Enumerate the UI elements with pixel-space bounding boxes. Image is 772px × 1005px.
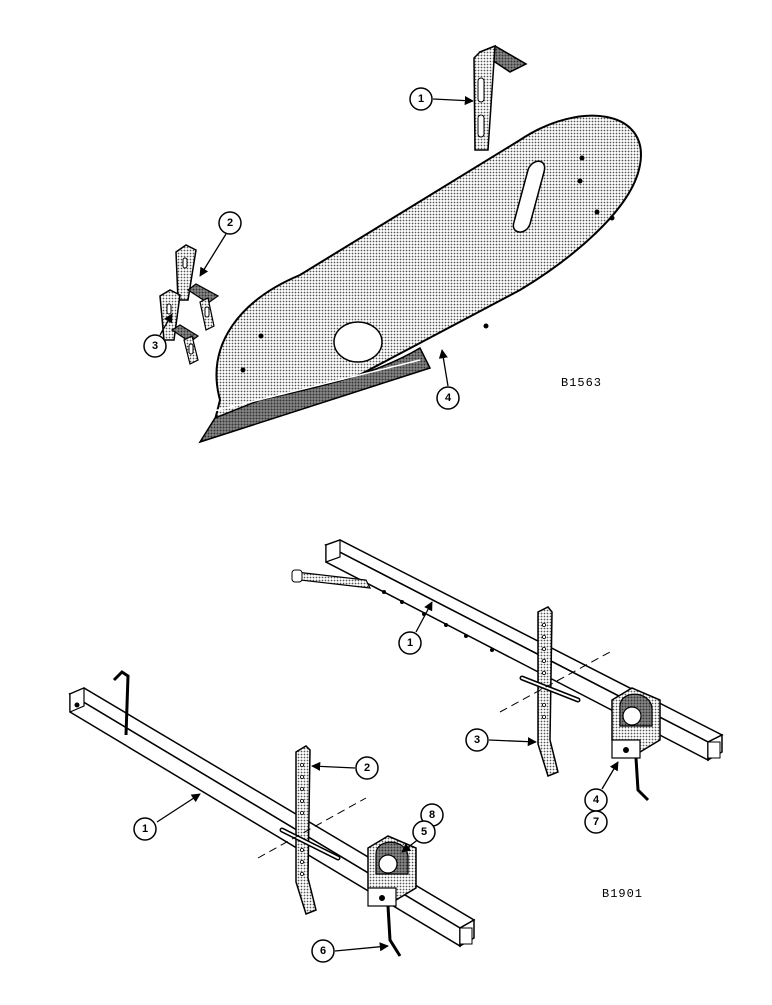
figure-code-2: B1901 bbox=[602, 887, 644, 901]
callout-2-2: 2 bbox=[355, 756, 379, 780]
callout-number: 2 bbox=[227, 217, 233, 229]
callout-2-7: 7 bbox=[584, 810, 608, 834]
callout-number: 6 bbox=[320, 945, 326, 957]
callout-circle bbox=[409, 87, 433, 111]
figure-code-1: B1563 bbox=[561, 376, 603, 390]
callout-2-3: 3 bbox=[465, 728, 489, 752]
callout-2-6: 6 bbox=[311, 939, 335, 963]
callout-number: 4 bbox=[593, 794, 600, 806]
callout-number: 1 bbox=[142, 823, 148, 835]
figure-bar-upper bbox=[291, 539, 724, 802]
callout-circle bbox=[355, 756, 379, 780]
callout-number: 1 bbox=[418, 93, 424, 105]
bracket-2-3-part bbox=[159, 244, 220, 365]
callout-number: 5 bbox=[421, 826, 427, 838]
callout-2-4: 4 bbox=[584, 788, 608, 812]
callout-1-3: 3 bbox=[143, 334, 167, 358]
callout-circle bbox=[311, 939, 335, 963]
figure-shield bbox=[159, 44, 642, 444]
callout-number: 3 bbox=[474, 734, 480, 746]
callout-circle bbox=[133, 817, 157, 841]
callout-2-1: 1 bbox=[133, 817, 157, 841]
callout-number: 8 bbox=[429, 809, 435, 821]
callout-1-2: 2 bbox=[218, 211, 242, 235]
callout-circle bbox=[398, 631, 422, 655]
callout-number: 1 bbox=[407, 637, 413, 649]
callout-circle bbox=[412, 820, 436, 844]
callout-circle bbox=[584, 810, 608, 834]
callout-number: 2 bbox=[364, 762, 370, 774]
callout-layer: 1 2 3 4 1 3 4 7 2 85 1 6 bbox=[133, 87, 608, 963]
callout-2-1: 1 bbox=[398, 631, 422, 655]
callout-number: 4 bbox=[445, 392, 452, 404]
callout-2-5: 5 bbox=[412, 820, 436, 844]
figure-bar-lower bbox=[68, 670, 476, 957]
callout-circle bbox=[465, 728, 489, 752]
clamp-block-upper bbox=[611, 687, 661, 759]
shield-plate-part bbox=[198, 114, 642, 444]
bracket-1-part bbox=[473, 44, 528, 151]
callout-1-4: 4 bbox=[436, 386, 460, 410]
callout-number: 3 bbox=[152, 340, 158, 352]
callout-number: 7 bbox=[593, 816, 599, 828]
callout-circle bbox=[436, 386, 460, 410]
callout-1-1: 1 bbox=[409, 87, 433, 111]
callout-circle bbox=[143, 334, 167, 358]
callout-circle bbox=[218, 211, 242, 235]
